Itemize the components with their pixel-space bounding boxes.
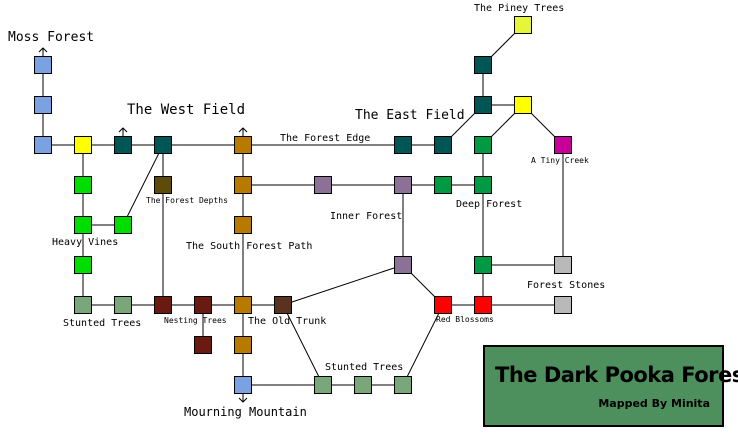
map-title: The Dark Pooka Forest (495, 363, 738, 387)
room-east-field-2 (434, 136, 452, 154)
room-mourning (234, 376, 252, 394)
label-forest-stones: Forest Stones (527, 280, 606, 291)
label-piney-trees: The Piney Trees (474, 3, 565, 14)
room-piney-4 (514, 96, 532, 114)
label-nesting-trees: Nesting Trees (164, 316, 227, 325)
room-inner-2 (394, 176, 412, 194)
label-red-blossoms: Red Blossoms (436, 315, 494, 324)
exit-arrow-icon (38, 47, 48, 53)
room-crossroad (234, 296, 252, 314)
room-old-trunk (274, 296, 292, 314)
label-deep-forest: Deep Forest (456, 199, 523, 210)
room-stunted-1 (74, 296, 92, 314)
room-moss-2 (34, 96, 52, 114)
room-nesting-3 (194, 336, 212, 354)
exit-arrow-icon (238, 397, 248, 403)
room-stunted-s1 (314, 376, 332, 394)
map-link (402, 304, 444, 386)
room-vines-1 (74, 176, 92, 194)
room-path-south (234, 336, 252, 354)
room-stunted-s2 (354, 376, 372, 394)
exit-arrow-icon (238, 127, 248, 133)
title-box: The Dark Pooka Forest Mapped By Minita (483, 345, 738, 427)
room-deep-4 (474, 256, 492, 274)
room-forest-depths (154, 176, 172, 194)
label-moss-forest: Moss Forest (8, 30, 95, 45)
label-tiny-creek: A Tiny Creek (531, 156, 589, 165)
room-piney-3 (474, 96, 492, 114)
room-forest-edge-1 (234, 136, 252, 154)
room-stunted-2 (114, 296, 132, 314)
label-east-field: The East Field (355, 108, 465, 123)
label-inner-forest: Inner Forest (330, 211, 403, 222)
label-forest-edge: The Forest Edge (280, 133, 371, 144)
room-west-field-2 (154, 136, 172, 154)
room-south-path (234, 216, 252, 234)
room-stones-1 (554, 256, 572, 274)
room-tiny-creek (554, 136, 572, 154)
room-west-field-yellow (74, 136, 92, 154)
room-nesting-1 (154, 296, 172, 314)
map-link (122, 144, 164, 226)
room-stones-2 (554, 296, 572, 314)
room-inner-3 (394, 256, 412, 274)
room-deep-forest-1 (474, 136, 492, 154)
room-west-field-exit (114, 136, 132, 154)
room-moss-3 (34, 136, 52, 154)
label-mourning-mountain: Mourning Mountain (184, 405, 307, 419)
room-vines-2 (74, 216, 92, 234)
room-nesting-2 (194, 296, 212, 314)
room-piney-2 (474, 56, 492, 74)
room-red-2 (474, 296, 492, 314)
room-stunted-s3 (394, 376, 412, 394)
room-inner-1 (314, 176, 332, 194)
label-south-forest-path: The South Forest Path (186, 241, 313, 252)
room-piney-1 (514, 16, 532, 34)
label-west-field: The West Field (127, 102, 246, 118)
room-vines-4 (74, 256, 92, 274)
label-old-trunk: The Old Trunk (248, 316, 327, 327)
map-link (282, 264, 404, 306)
map-link (282, 304, 324, 386)
room-deep-3 (474, 176, 492, 194)
room-east-field-1 (394, 136, 412, 154)
label-stunted-trees-west: Stunted Trees (63, 318, 142, 329)
room-red-1 (434, 296, 452, 314)
label-forest-depths: The Forest Depths (146, 196, 228, 205)
room-deep-2 (434, 176, 452, 194)
exit-arrow-icon (118, 127, 128, 133)
room-vines-3 (114, 216, 132, 234)
map-credit: Mapped By Minita (598, 397, 710, 410)
label-stunted-trees-south: Stunted Trees (325, 362, 404, 373)
room-depths-path (234, 176, 252, 194)
room-moss-1 (34, 56, 52, 74)
label-heavy-vines: Heavy Vines (52, 237, 119, 248)
